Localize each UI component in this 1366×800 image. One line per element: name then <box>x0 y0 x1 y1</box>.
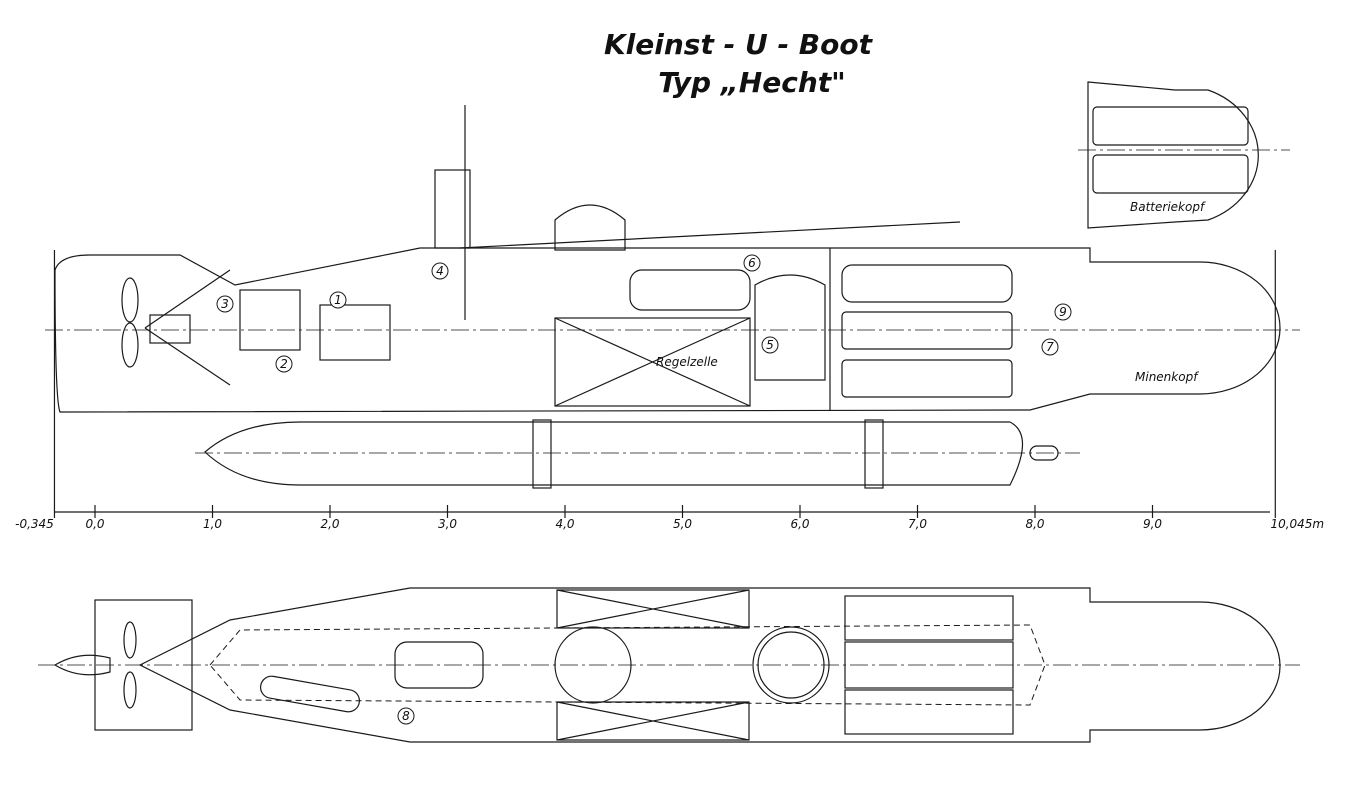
title-line1: Kleinst - U - Boot <box>604 28 874 61</box>
scale-tick-label: 6,0 <box>790 517 809 531</box>
svg-text:9: 9 <box>1059 305 1067 319</box>
callout-8: 8 <box>397 707 415 725</box>
scale-tick-label: 10,045m <box>1270 517 1324 531</box>
scale-tick-label: 5,0 <box>673 517 692 531</box>
scale-tick-label: 3,0 <box>438 517 457 531</box>
scale-ticks: -0,345 0,0 1,0 2,0 3,0 4,0 5,0 6,0 7,0 8,0 9,0 10,0… <box>15 250 1324 531</box>
svg-text:7: 7 <box>1046 340 1054 354</box>
scale-tick-label: 4,0 <box>555 517 574 531</box>
svg-text:3: 3 <box>221 297 229 311</box>
scale-tick-label: 8,0 <box>1025 517 1044 531</box>
callout-5: 5 <box>761 336 779 354</box>
scale-tick-label: 7,0 <box>908 517 927 531</box>
callout-7: 7 <box>1041 338 1059 356</box>
svg-text:6: 6 <box>748 256 756 270</box>
battery-head-label: Batteriekopf <box>1130 200 1206 214</box>
svg-text:5: 5 <box>766 338 774 352</box>
side-view: Regelzelle Minenkopf <box>45 105 1300 489</box>
callout-4: 4 <box>431 262 449 280</box>
svg-text:8: 8 <box>402 709 410 723</box>
callout-2: 2 <box>275 355 293 373</box>
svg-text:2: 2 <box>280 357 288 371</box>
callout-1: 1 <box>329 291 347 309</box>
svg-text:4: 4 <box>436 264 444 278</box>
callout-3: 3 <box>216 295 234 313</box>
callout-6: 6 <box>743 254 761 272</box>
top-view <box>38 587 1300 743</box>
battery-head-inset: Batteriekopf <box>1078 81 1290 229</box>
scale-tick-label: 2,0 <box>320 517 339 531</box>
scale-tick-label: 9,0 <box>1143 517 1162 531</box>
title-line2: Typ „Hecht" <box>658 66 845 99</box>
scale-tick-label: -0,345 <box>15 517 54 531</box>
scale-tick-label: 1,0 <box>203 517 222 531</box>
svg-text:1: 1 <box>334 293 342 307</box>
mine-head-label: Minenkopf <box>1135 370 1199 384</box>
scale-tick-label: 0,0 <box>85 517 104 531</box>
callout-9: 9 <box>1054 303 1072 321</box>
trim-cell-label: Regelzelle <box>656 355 718 369</box>
